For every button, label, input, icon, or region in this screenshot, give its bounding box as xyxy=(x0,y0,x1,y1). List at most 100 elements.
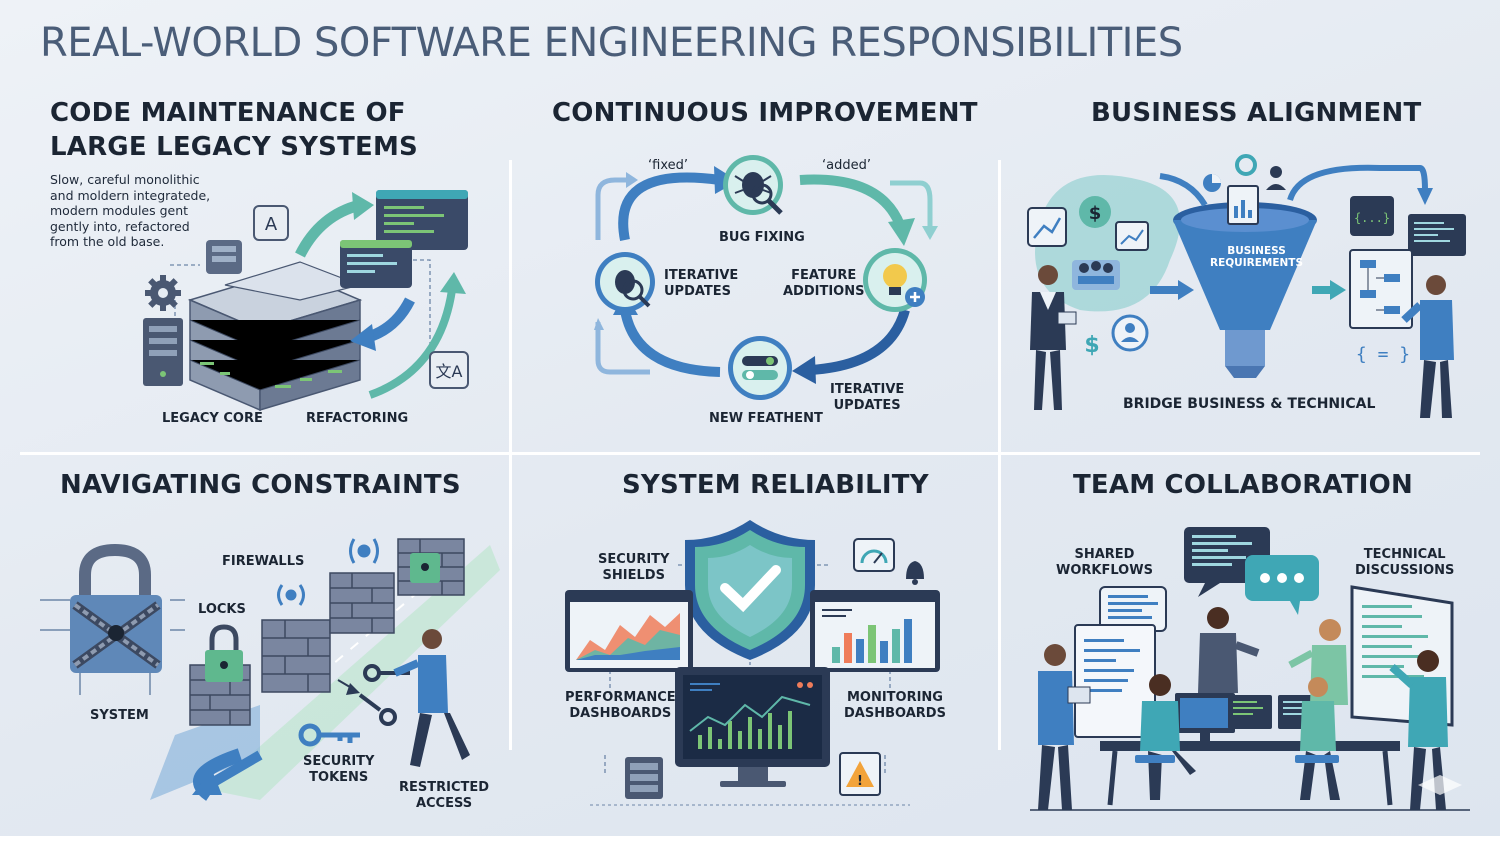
panel-description: Slow, careful monolithic and moldern int… xyxy=(50,172,210,250)
panel-navigating-constraints: NAVIGATING CONSTRAINTS xyxy=(0,455,510,844)
refactor-arrow-up xyxy=(295,199,362,258)
panel-legacy-maintenance: CODE MAINTENANCE OF LARGE LEGACY SYSTEMS… xyxy=(0,0,510,452)
label-line: RESTRICTED xyxy=(399,780,490,795)
label-refactoring: REFACTORING xyxy=(306,411,409,426)
label-feature-additions: FEATURE ADDITIONS xyxy=(783,268,864,300)
server-tower-icon xyxy=(143,318,183,386)
panel-title-line1: CODE MAINTENANCE OF xyxy=(50,98,406,128)
person-icon xyxy=(1266,166,1286,190)
bell-icon xyxy=(906,561,924,585)
label-line: DISCUSSIONS xyxy=(1355,563,1455,578)
panel-title-line2: LARGE LEGACY SYSTEMS xyxy=(50,132,418,162)
padlock-chained-icon xyxy=(70,543,162,673)
gear-icon xyxy=(145,275,181,311)
performance-dashboard xyxy=(565,590,693,672)
bug-icon xyxy=(723,155,783,215)
bug-magnifier-icon xyxy=(595,252,655,312)
business-requirements-funnel xyxy=(1173,202,1317,378)
person-at-screen xyxy=(1389,650,1448,810)
description-line: from the old base. xyxy=(50,234,165,249)
panel-title: TEAM COLLABORATION xyxy=(1073,470,1413,500)
label-line: SHARED xyxy=(1074,547,1135,562)
label-line: ITERATIVE xyxy=(664,268,739,283)
desk-monitor-icon xyxy=(1175,693,1235,741)
code-window-icon: {...} xyxy=(1350,196,1394,236)
label-new-feature: NEW FEATHENT xyxy=(709,411,823,426)
security-shield-icon xyxy=(685,520,815,660)
label-iterative-updates-left: ITERATIVE UPDATES xyxy=(664,268,738,300)
label-line: ITERATIVE xyxy=(830,382,905,397)
monitoring-dashboard xyxy=(810,590,940,672)
label-security-tokens: SECURITY TOKENS xyxy=(303,754,374,786)
refactor-arrow-curve xyxy=(368,289,456,399)
label-shared-workflows: SHARED WORKFLOWS xyxy=(1056,547,1153,579)
dollar-icon: $ xyxy=(1079,196,1111,228)
person-seated-right xyxy=(1300,677,1340,800)
label-line: MONITORING xyxy=(846,690,943,705)
label-locks: LOCKS xyxy=(198,602,246,617)
signal-icon xyxy=(277,538,379,606)
flowchart-board-icon xyxy=(1349,249,1413,329)
person-standing-left xyxy=(1038,644,1091,810)
svg-text:!: ! xyxy=(857,774,863,789)
svg-text:$: $ xyxy=(1089,203,1102,224)
panel-system-reliability: SYSTEM RELIABILITY xyxy=(510,455,998,844)
person-standing-center xyxy=(1198,607,1260,693)
label-line: SHIELDS xyxy=(602,568,665,583)
chart-card-icon xyxy=(1027,207,1067,247)
legacy-core-stack xyxy=(187,261,363,412)
code-braces-icon: { = } xyxy=(1356,344,1410,365)
label-line: PERFORMANCE xyxy=(565,690,676,705)
firewall-wall-icon xyxy=(397,538,465,596)
document-icon xyxy=(1227,185,1259,225)
reliability-illustration: ! xyxy=(565,520,940,806)
label-line: ACCESS xyxy=(415,796,473,811)
label-line: ADDITIONS xyxy=(783,284,865,299)
label-line: TOKENS xyxy=(309,770,369,785)
description-line: modern modules gent xyxy=(50,203,189,218)
label-performance-dashboards: PERFORMANCE DASHBOARDS xyxy=(565,690,676,722)
label-business-requirements: BUSINESS REQUIREMENTS xyxy=(1210,245,1303,269)
database-icon xyxy=(206,240,242,274)
divider-vertical-left xyxy=(509,160,512,750)
constraints-illustration xyxy=(40,538,500,801)
user-circle-icon xyxy=(1111,314,1149,352)
security-key-icon xyxy=(358,693,397,726)
label-fixed: ‘fixed’ xyxy=(648,158,688,173)
label-system: SYSTEM xyxy=(90,708,149,723)
panel-title: BUSINESS ALIGNMENT xyxy=(1091,98,1422,128)
label-line: UPDATES xyxy=(664,284,732,299)
label-line: REQUIREMENTS xyxy=(1210,257,1304,269)
label-line: BUSINESS xyxy=(1227,245,1286,257)
security-key-icon xyxy=(298,723,360,747)
svg-text:文A: 文A xyxy=(436,362,463,381)
gauge-icon xyxy=(853,538,895,572)
label-line: TECHNICAL xyxy=(1363,547,1446,562)
label-added: ‘added’ xyxy=(822,158,871,173)
label-firewalls: FIREWALLS xyxy=(222,554,305,569)
description-line: Slow, careful monolithic xyxy=(50,172,200,187)
label-security-shields: SECURITY SHIELDS xyxy=(598,552,669,584)
presenter-figure xyxy=(1030,265,1077,410)
label-bug-fixing: BUG FIXING xyxy=(719,230,805,245)
person-with-key-figure xyxy=(393,629,470,767)
divider-vertical-right xyxy=(998,160,1001,750)
chart-card-icon xyxy=(1115,221,1149,251)
server-rack-icon xyxy=(625,757,663,799)
firewall-wall-icon xyxy=(329,572,395,634)
chat-bubble-icon xyxy=(1099,586,1167,646)
panel-business-alignment: BUSINESS ALIGNMENT $ $ xyxy=(1000,0,1500,452)
toggle-switch-icon xyxy=(728,336,792,400)
label-legacy-core: LEGACY CORE xyxy=(162,411,263,426)
panel-title: SYSTEM RELIABILITY xyxy=(622,470,929,500)
label-monitoring-dashboards: MONITORING DASHBOARDS xyxy=(844,690,946,722)
legacy-illustration: A xyxy=(143,190,469,412)
terminal-window-icon xyxy=(1408,214,1466,256)
label-bridge: BRIDGE BUSINESS & TECHNICAL xyxy=(1123,396,1376,412)
collaboration-illustration xyxy=(1030,527,1470,811)
panel-continuous-improvement: CONTINUOUS IMPROVEMENT xyxy=(510,0,998,452)
label-line: WORKFLOWS xyxy=(1056,563,1153,578)
panel-title: NAVIGATING CONSTRAINTS xyxy=(60,470,461,500)
label-line: DASHBOARDS xyxy=(844,706,946,721)
lock-icon xyxy=(205,624,243,682)
